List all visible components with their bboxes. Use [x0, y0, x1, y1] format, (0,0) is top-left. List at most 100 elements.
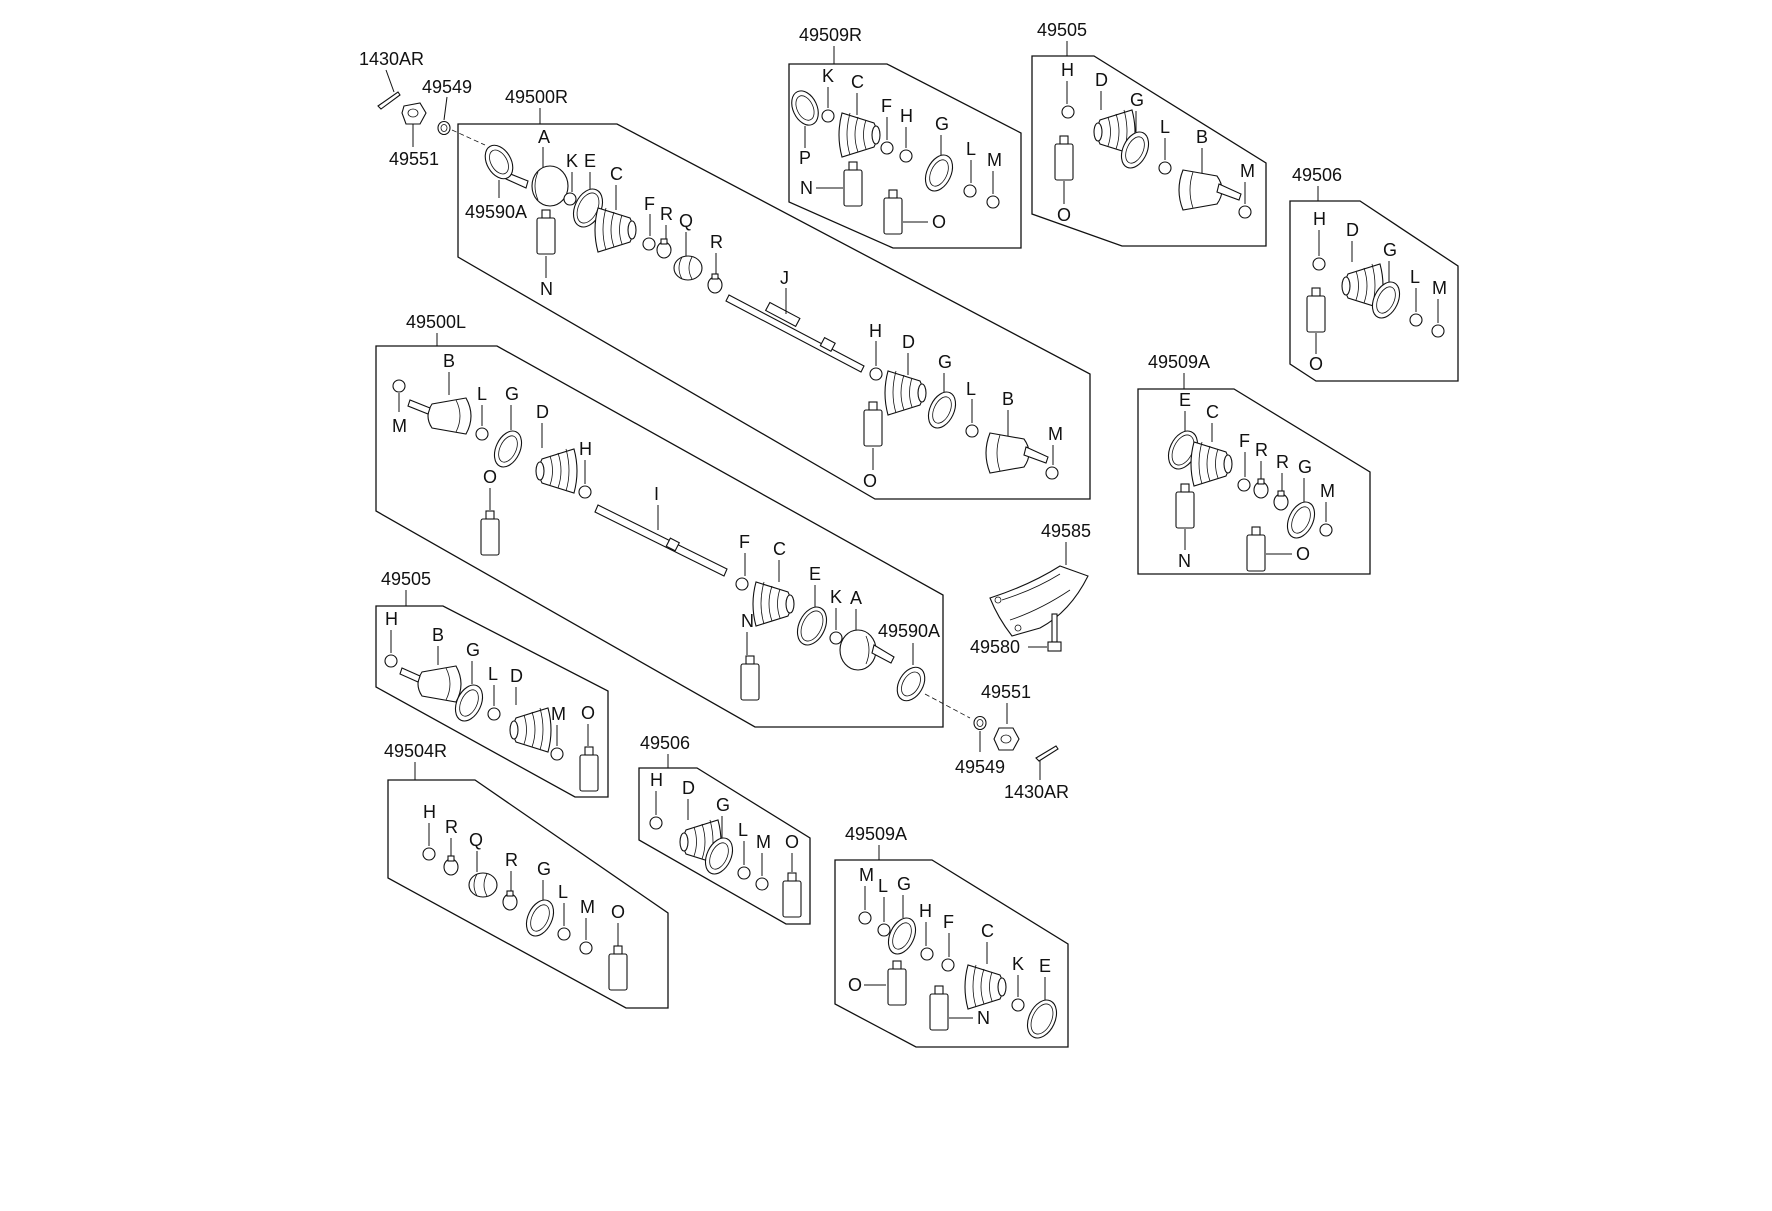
boot-c-49509r — [838, 112, 881, 158]
clamp-l-49506-right — [1409, 313, 1423, 327]
label-k7-o: O — [785, 832, 799, 852]
label-k5-g: G — [466, 640, 480, 660]
label-k7-g: G — [716, 795, 730, 815]
grease-tube-o-49505-top — [1054, 135, 1074, 181]
clamp-r2-right — [707, 273, 723, 294]
label-l-i: I — [654, 484, 659, 504]
label-l-m: M — [392, 416, 407, 436]
label-k4-g: G — [1298, 457, 1312, 477]
clamp-k-right — [563, 192, 577, 206]
band-g-49509r — [919, 150, 959, 196]
label-k5-m: M — [551, 704, 566, 724]
dust-cover-49585 — [989, 565, 1089, 637]
label-k4-n: N — [1178, 551, 1191, 571]
frame-49509a-right — [1137, 388, 1371, 575]
clamp-h-49505-left — [384, 654, 398, 668]
label-r-j: J — [780, 268, 789, 288]
label-k3-l: L — [1410, 267, 1420, 287]
label-r-o: O — [863, 471, 877, 491]
label-k7-m: M — [756, 832, 771, 852]
label-k8-m: M — [859, 865, 874, 885]
clamp-m-49509r — [986, 195, 1000, 209]
label-k2-m: M — [1240, 161, 1255, 181]
clamp-m-49509a-right — [1319, 523, 1333, 537]
abs-ring-p-49509r — [791, 90, 819, 126]
clamp-k-49509r — [821, 109, 835, 123]
clamp-m-right — [1045, 466, 1059, 480]
label-k6-m: M — [580, 897, 595, 917]
washer-49549-top — [437, 120, 451, 136]
label-r-n: N — [540, 279, 553, 299]
label-k1-p: P — [799, 148, 811, 168]
label-k3-h: H — [1313, 209, 1326, 229]
label-l-k: K — [830, 587, 842, 607]
label-49504r: 49504R — [384, 741, 447, 761]
label-k2-g: G — [1130, 90, 1144, 110]
band-g-49504r — [520, 895, 560, 941]
grease-tube-o-49506-mid — [782, 872, 802, 918]
label-k2-o: O — [1057, 205, 1071, 225]
label-k2-d: D — [1095, 70, 1108, 90]
nut-49551-bottom — [993, 727, 1020, 751]
inner-tripod-joint-b-right — [985, 432, 1049, 474]
clamp-l-left — [475, 427, 489, 441]
clamp-h-left — [578, 485, 592, 499]
boot-c-right — [594, 207, 637, 253]
label-k4-r1: R — [1255, 440, 1268, 460]
label-49506-mid: 49506 — [640, 733, 690, 753]
label-l-49590a: 49590A — [878, 621, 940, 641]
boot-c-49509a-bottom — [964, 964, 1007, 1010]
clamp-k-49509a-bottom — [1011, 998, 1025, 1012]
abs-ring-49590a-right — [484, 144, 514, 180]
band-g-left — [488, 426, 528, 472]
label-r-l: L — [966, 379, 976, 399]
label-k8-k: K — [1012, 954, 1024, 974]
label-l-e: E — [809, 564, 821, 584]
label-k5-l: L — [488, 664, 498, 684]
label-k1-c: C — [851, 72, 864, 92]
outer-cv-joint-a-left — [839, 629, 895, 671]
label-r-m: M — [1048, 424, 1063, 444]
label-k8-h: H — [919, 901, 932, 921]
label-k3-g: G — [1383, 240, 1397, 260]
label-k1-k: K — [822, 66, 834, 86]
clamp-l-49505-top — [1158, 161, 1172, 175]
label-49585: 49585 — [1041, 521, 1091, 541]
label-k1-o: O — [932, 212, 946, 232]
label-r-r1: R — [660, 204, 673, 224]
label-r-c: C — [610, 164, 623, 184]
grease-tube-o-49506-right — [1306, 287, 1326, 333]
boot-d-right — [884, 370, 927, 416]
label-k2-l: L — [1160, 117, 1170, 137]
label-k6-q: Q — [469, 830, 483, 850]
frame-49506-mid — [638, 767, 811, 925]
label-r-b: B — [1002, 389, 1014, 409]
clamp-l-right — [965, 424, 979, 438]
grease-tube-n-left — [740, 655, 760, 701]
clamp-m-49504r — [579, 941, 593, 955]
label-k5-d: D — [510, 666, 523, 686]
grease-tube-n-right — [536, 209, 556, 255]
grease-tube-o-49505-left — [579, 746, 599, 792]
shaft-i — [594, 504, 728, 577]
abs-ring-49590a-left — [896, 666, 926, 702]
label-r-49590a: 49590A — [465, 202, 527, 222]
label-k1-f: F — [881, 96, 892, 116]
label-r-k: K — [566, 151, 578, 171]
label-k4-e: E — [1179, 390, 1191, 410]
label-k5-h: H — [385, 609, 398, 629]
boot-c-49509a-right — [1190, 441, 1233, 487]
inner-tripod-joint-b-49505-top — [1178, 169, 1242, 211]
label-49505-top: 49505 — [1037, 20, 1087, 40]
clamp-m-49505-left — [550, 747, 564, 761]
grease-tube-o-49509a-bottom — [887, 960, 907, 1006]
clamp-h-49506-right — [1312, 257, 1326, 271]
label-49505-left: 49505 — [381, 569, 431, 589]
clamp-r1-49504r — [443, 855, 459, 876]
inner-tripod-joint-b-49505-left — [399, 665, 462, 703]
grease-tube-n-49509r — [843, 161, 863, 207]
label-k5-o: O — [581, 703, 595, 723]
clamp-m-49506-mid — [755, 877, 769, 891]
label-k4-f: F — [1239, 431, 1250, 451]
label-r-a: A — [538, 127, 550, 147]
